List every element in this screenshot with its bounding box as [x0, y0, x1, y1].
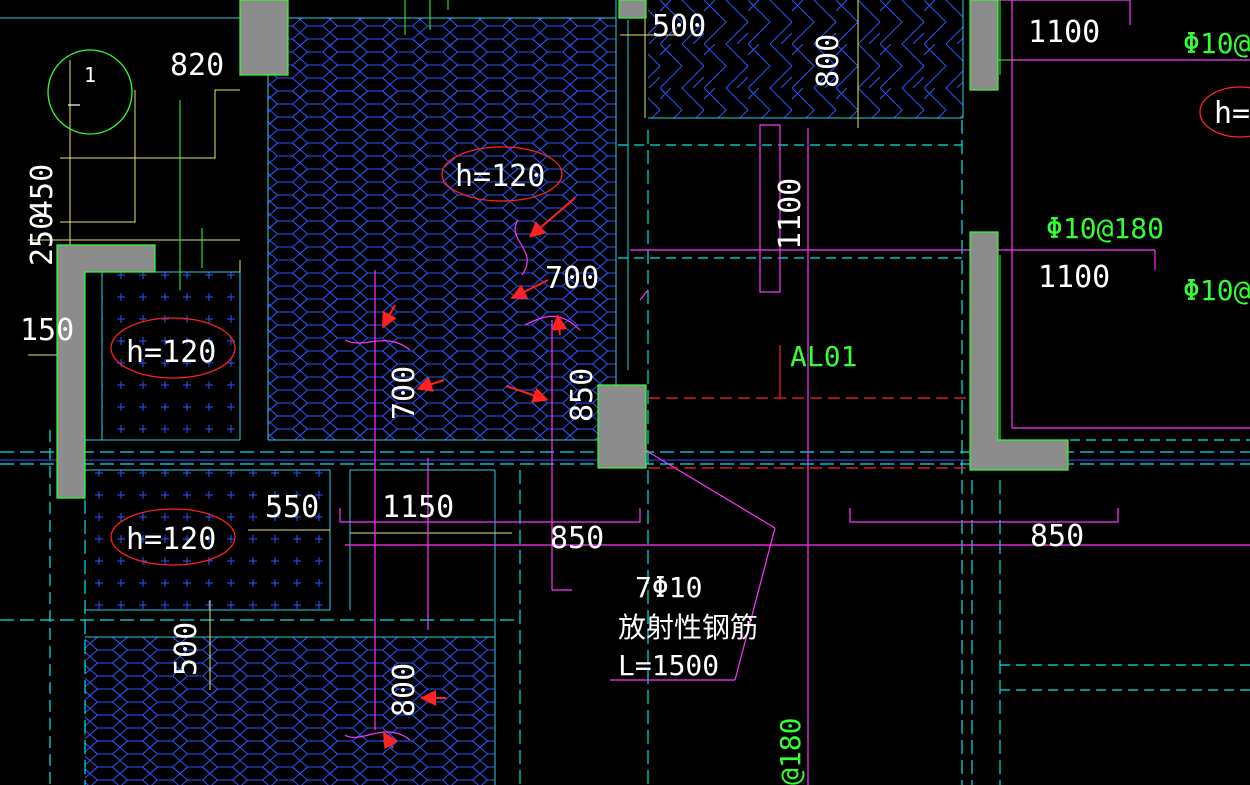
column-center [597, 384, 647, 469]
slab-thickness-labels: h=120 h=120 h=120 h=1 [126, 96, 1250, 557]
rebar-labels: Φ10@ Φ10@180 Φ10@1 AL01 @180 [774, 27, 1250, 785]
dim-850-vert: 850 [565, 368, 600, 422]
dim-820: 820 [170, 48, 224, 83]
note-line-2: 放射性钢筋 [618, 611, 758, 644]
dim-850-bottom: 850 [550, 521, 604, 556]
rebar-phi-top: Φ10@ [1183, 27, 1250, 60]
slab-h-left: h=120 [126, 335, 216, 370]
slab-h-top: h=120 [455, 159, 545, 194]
dim-850-right: 850 [1030, 519, 1084, 554]
hex-slab-top [268, 18, 616, 440]
note-line-1: 7Φ10 [635, 571, 702, 604]
rebar-phi-right: Φ10@1 [1183, 274, 1250, 307]
beam-line [648, 345, 970, 469]
slab-regions [85, 0, 963, 785]
dim-1100-top: 1100 [1028, 15, 1100, 50]
red-arrow-icon [382, 197, 576, 750]
dim-1100-vert: 1100 [773, 178, 808, 250]
rebar-phi-mid: Φ10@180 [1046, 212, 1164, 245]
column-right-l [969, 231, 1069, 471]
dim-700-left: 700 [387, 366, 422, 420]
slab-h-bottom: h=120 [126, 522, 216, 557]
column-top-center [618, 0, 647, 19]
axis-bubble-label: 1 [84, 63, 96, 87]
column-left-l [56, 244, 156, 499]
yellow-reference-lines [28, 0, 859, 690]
dim-150: 150 [20, 313, 74, 348]
note-line-3: L=1500 [618, 649, 719, 682]
hex-slab-bottom [85, 637, 495, 785]
dim-800-bottom: 800 [387, 663, 422, 717]
dim-500-top: 500 [652, 9, 706, 44]
dim-250: 250 [25, 212, 60, 266]
dim-800-top: 800 [811, 34, 846, 88]
slab-ellipses [110, 86, 1250, 566]
columns [56, 0, 1069, 499]
magenta-rebar-lines [339, 0, 1250, 785]
dim-550: 550 [265, 490, 319, 525]
dim-450: 450 [25, 164, 60, 218]
rebar-bottom-partial: @180 [774, 718, 807, 785]
dim-1150: 1150 [382, 490, 454, 525]
plus-slab-bottom [85, 470, 330, 610]
beam-label: AL01 [790, 340, 857, 373]
dim-700-right: 700 [545, 261, 599, 296]
dim-1100-mid: 1100 [1038, 260, 1110, 295]
slab-h-right-partial: h=1 [1214, 96, 1250, 131]
column-top-right [969, 0, 999, 91]
callout-note: 7Φ10 放射性钢筋 L=1500 [618, 571, 758, 682]
dimension-labels: 820 500 800 1100 250 450 150 700 700 850… [20, 9, 1110, 717]
axis-bubble-icon: 1 [47, 49, 133, 135]
dim-500-vert: 500 [169, 622, 204, 676]
herringbone-slab [648, 0, 963, 118]
column-top-left [239, 0, 289, 76]
plus-slab-left [102, 272, 239, 440]
